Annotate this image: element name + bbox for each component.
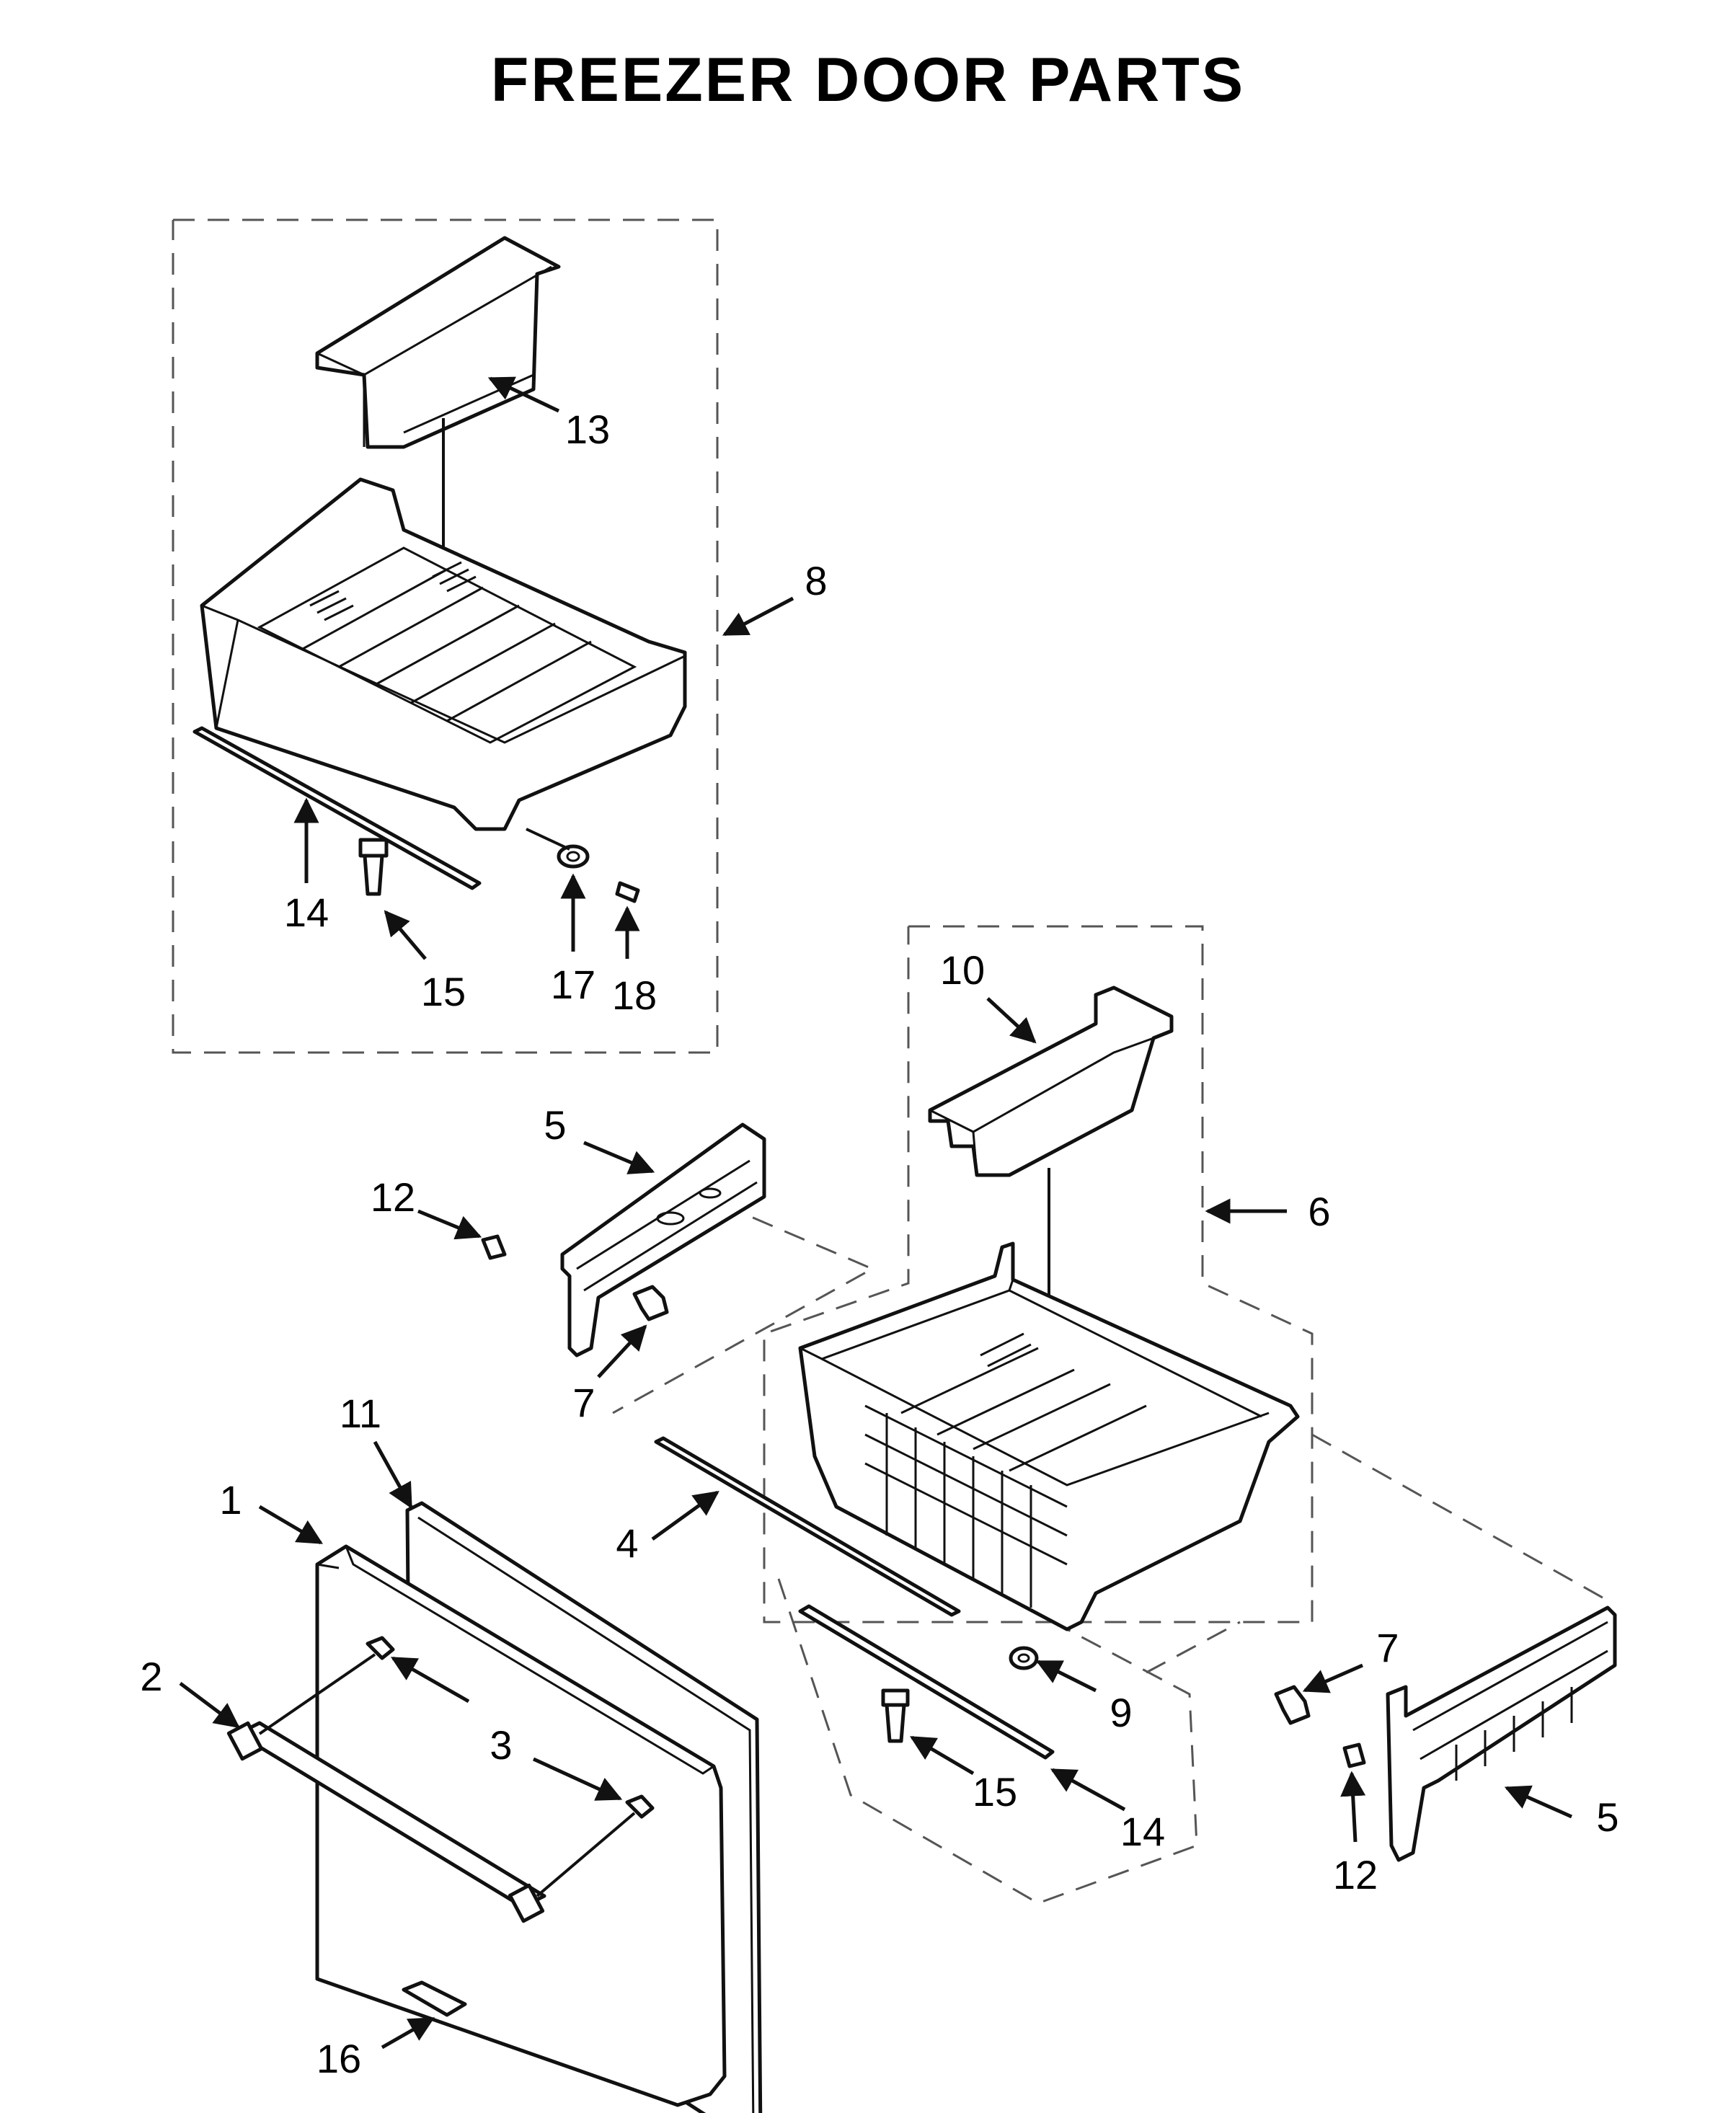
extension-line-2 xyxy=(1311,1433,1608,1602)
leader-10 xyxy=(986,997,1037,1044)
extension-line-3 xyxy=(1146,1621,1241,1674)
callout-8: 8 xyxy=(805,558,827,603)
wheel-17 xyxy=(557,844,590,869)
leader-4 xyxy=(651,1490,719,1541)
rail-14-upper xyxy=(192,726,482,890)
callout-12-lower: 12 xyxy=(1333,1852,1378,1897)
assembly-line-3b xyxy=(536,1812,636,1897)
leader-14b xyxy=(1050,1768,1126,1812)
leader-13 xyxy=(487,376,560,413)
wheel-9 xyxy=(1009,1646,1039,1670)
callout-15-lower: 15 xyxy=(973,1769,1017,1815)
leader-5a xyxy=(583,1140,655,1174)
callout-3: 3 xyxy=(490,1722,512,1768)
callout-7-upper: 7 xyxy=(572,1380,595,1425)
badge-16 xyxy=(402,1980,467,2017)
screw-7-upper xyxy=(632,1285,669,1321)
bin-10 xyxy=(928,985,1174,1177)
callout-14-lower: 14 xyxy=(1120,1809,1165,1854)
leader-8 xyxy=(722,596,794,637)
slide-rail-5-upper xyxy=(560,1122,766,1357)
leader-11 xyxy=(373,1440,413,1510)
callout-14-upper: 14 xyxy=(284,890,329,935)
handle-2 xyxy=(226,1721,546,1923)
rail-4 xyxy=(654,1436,961,1617)
callout-2: 2 xyxy=(140,1654,162,1699)
page-title: FREEZER DOOR PARTS xyxy=(491,45,1245,115)
screw-7-lower xyxy=(1274,1685,1311,1725)
group-8-boundary xyxy=(172,218,719,1054)
drawer-basket-6 xyxy=(798,1241,1300,1631)
callout-5-lower: 5 xyxy=(1596,1794,1618,1840)
assembly-line-3a xyxy=(258,1653,376,1735)
callout-13: 13 xyxy=(565,407,610,452)
leader-7a xyxy=(597,1324,647,1378)
leader-15a xyxy=(384,910,427,960)
callout-9: 9 xyxy=(1110,1690,1132,1735)
freezer-door-1 xyxy=(315,1544,727,2107)
leader-3a xyxy=(390,1656,470,1704)
screw-3-lower xyxy=(625,1794,655,1819)
small-bin-13 xyxy=(315,236,561,449)
callout-18: 18 xyxy=(612,973,657,1018)
leader-3b xyxy=(532,1757,623,1801)
clip-12-upper xyxy=(481,1234,507,1260)
slide-rail-5-lower xyxy=(1386,1605,1617,1862)
callout-1: 1 xyxy=(219,1477,242,1523)
pin-18 xyxy=(615,881,640,903)
leader-16 xyxy=(381,2016,435,2050)
leader-9 xyxy=(1035,1660,1097,1693)
clip-12-lower xyxy=(1342,1742,1366,1768)
extension-line-1 xyxy=(612,1202,875,1414)
leader-12a xyxy=(417,1209,482,1240)
callout-7-lower: 7 xyxy=(1376,1625,1399,1670)
leader-2 xyxy=(179,1682,240,1729)
screw-3-upper xyxy=(366,1636,395,1660)
leader-5b xyxy=(1504,1785,1573,1819)
screw-15-upper xyxy=(358,838,389,896)
assembly-line-17 xyxy=(526,828,570,851)
leader-1 xyxy=(258,1505,324,1545)
leader-12b xyxy=(1340,1771,1366,1843)
large-basket-8 xyxy=(200,477,687,831)
group-drawer-lower-boundary xyxy=(777,1578,1198,1905)
callout-11: 11 xyxy=(340,1391,381,1436)
basket-vent-slots xyxy=(309,561,477,621)
callout-4: 4 xyxy=(616,1520,638,1566)
screw-15-lower xyxy=(881,1688,910,1743)
callout-17: 17 xyxy=(551,962,595,1007)
leader-15b xyxy=(909,1735,975,1776)
callout-5-upper: 5 xyxy=(544,1102,566,1148)
callout-15-upper: 15 xyxy=(421,969,466,1014)
callout-16: 16 xyxy=(316,2036,361,2081)
rail-14-lower xyxy=(798,1604,1055,1760)
leader-7b xyxy=(1302,1663,1364,1693)
callout-10: 10 xyxy=(940,947,985,993)
callout-12-upper: 12 xyxy=(371,1174,415,1220)
callout-6: 6 xyxy=(1308,1189,1330,1234)
